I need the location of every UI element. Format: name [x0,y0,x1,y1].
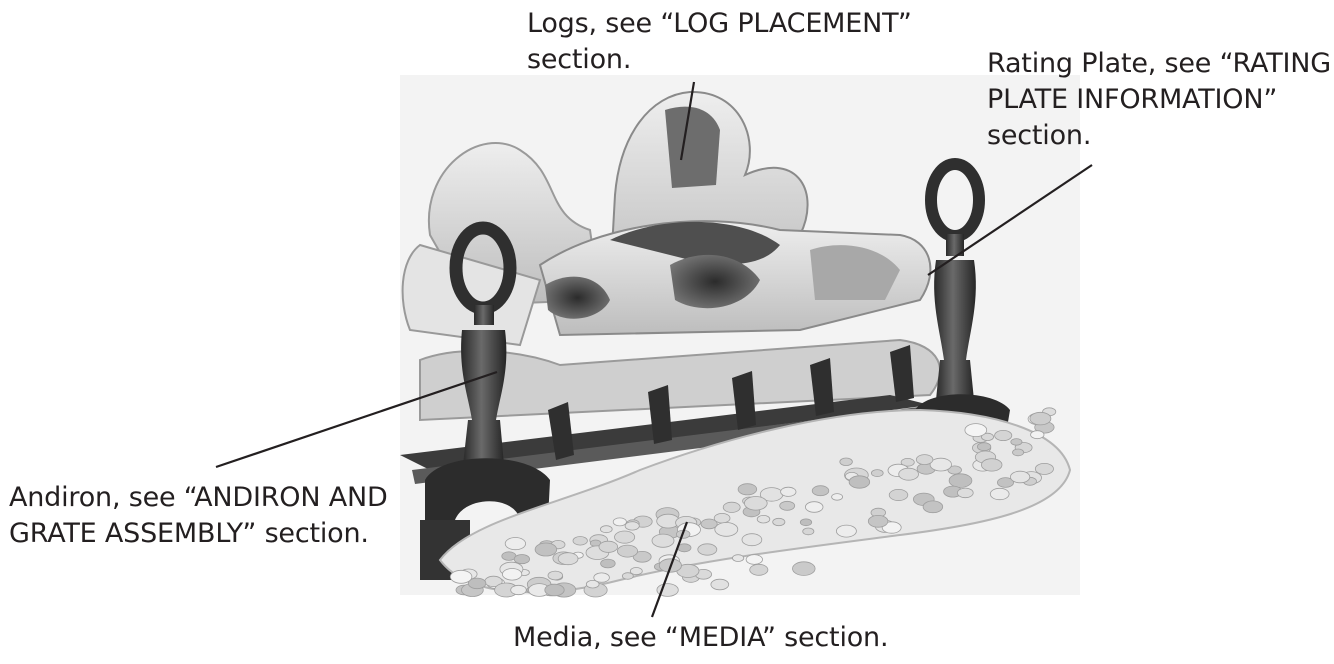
media-chip [601,559,616,568]
media-chip [511,585,527,594]
media-chip [995,430,1012,440]
media-chip [613,518,626,526]
media-chip [548,571,563,580]
media-chip [949,474,972,488]
media-chip [916,455,933,465]
media-chip [868,515,888,527]
media-chip [652,534,674,547]
callout-logs-line1: Logs, see “LOG PLACEMENT” [527,6,912,42]
callout-rating-plate-line3: section. [987,118,1331,154]
media-chip [701,519,717,529]
media-chip [832,494,843,501]
media-chip [1030,412,1051,425]
media-chip [625,522,639,530]
media-chip [738,484,757,495]
media-chip [746,555,762,565]
media-chip [793,562,816,576]
media-chip [535,543,557,556]
media-chip [514,555,529,564]
media-chip [805,502,823,513]
media-chip [840,458,853,466]
media-chip [812,486,829,496]
media-chip [502,569,521,581]
media-chip [599,541,618,552]
media-chip [957,488,973,498]
media-chip [1010,471,1029,483]
media-chip [1013,449,1024,456]
callout-andiron-line1: Andiron, see “ANDIRON AND [9,480,388,516]
media-chip [899,468,919,480]
media-chip [600,526,612,533]
media-chip [836,525,856,537]
media-chip [573,537,587,546]
callout-rating-plate: Rating Plate, see “RATING PLATE INFORMAT… [987,46,1331,154]
callout-rating-plate-line1: Rating Plate, see “RATING [987,46,1331,82]
callout-media-line1: Media, see “MEDIA” section. [513,620,888,656]
media-chip [757,515,770,523]
media-chip [742,534,762,546]
media-chip [849,476,870,488]
callout-media: Media, see “MEDIA” section. [513,620,888,656]
media-chip [780,501,795,510]
callout-logs: Logs, see “LOG PLACEMENT” section. [527,6,912,78]
media-chip [1031,431,1044,439]
media-chip [723,502,740,512]
media-chip [773,518,785,525]
media-chip [803,528,814,535]
media-chip [1011,439,1022,446]
media-chip [630,568,642,575]
callout-andiron: Andiron, see “ANDIRON AND GRATE ASSEMBLY… [9,480,388,552]
media-chip [558,553,578,565]
media-chip [732,555,743,562]
media-chip [617,545,637,557]
media-chip [545,584,564,596]
media-chip [781,487,796,496]
callout-andiron-line2: GRATE ASSEMBLY” section. [9,516,388,552]
media-chip [450,570,472,583]
media-chip [990,488,1009,499]
media-chip [505,538,525,550]
media-chip [965,424,987,437]
callout-rating-plate-line2: PLATE INFORMATION” [987,82,1331,118]
media-chip [750,564,768,575]
media-chip [981,459,1002,471]
media-chip [698,544,717,555]
media-chip [615,531,635,543]
media-chip [889,489,908,500]
media-chip [744,497,767,511]
media-chip [1035,463,1053,474]
media-chip [800,519,811,526]
media-chip [871,470,883,477]
media-chip [715,523,738,537]
media-chip [711,579,729,590]
media-chip [977,443,990,451]
media-chip [930,458,951,471]
media-chip [594,573,610,582]
callout-logs-line2: section. [527,42,912,78]
media-chip [923,501,943,513]
